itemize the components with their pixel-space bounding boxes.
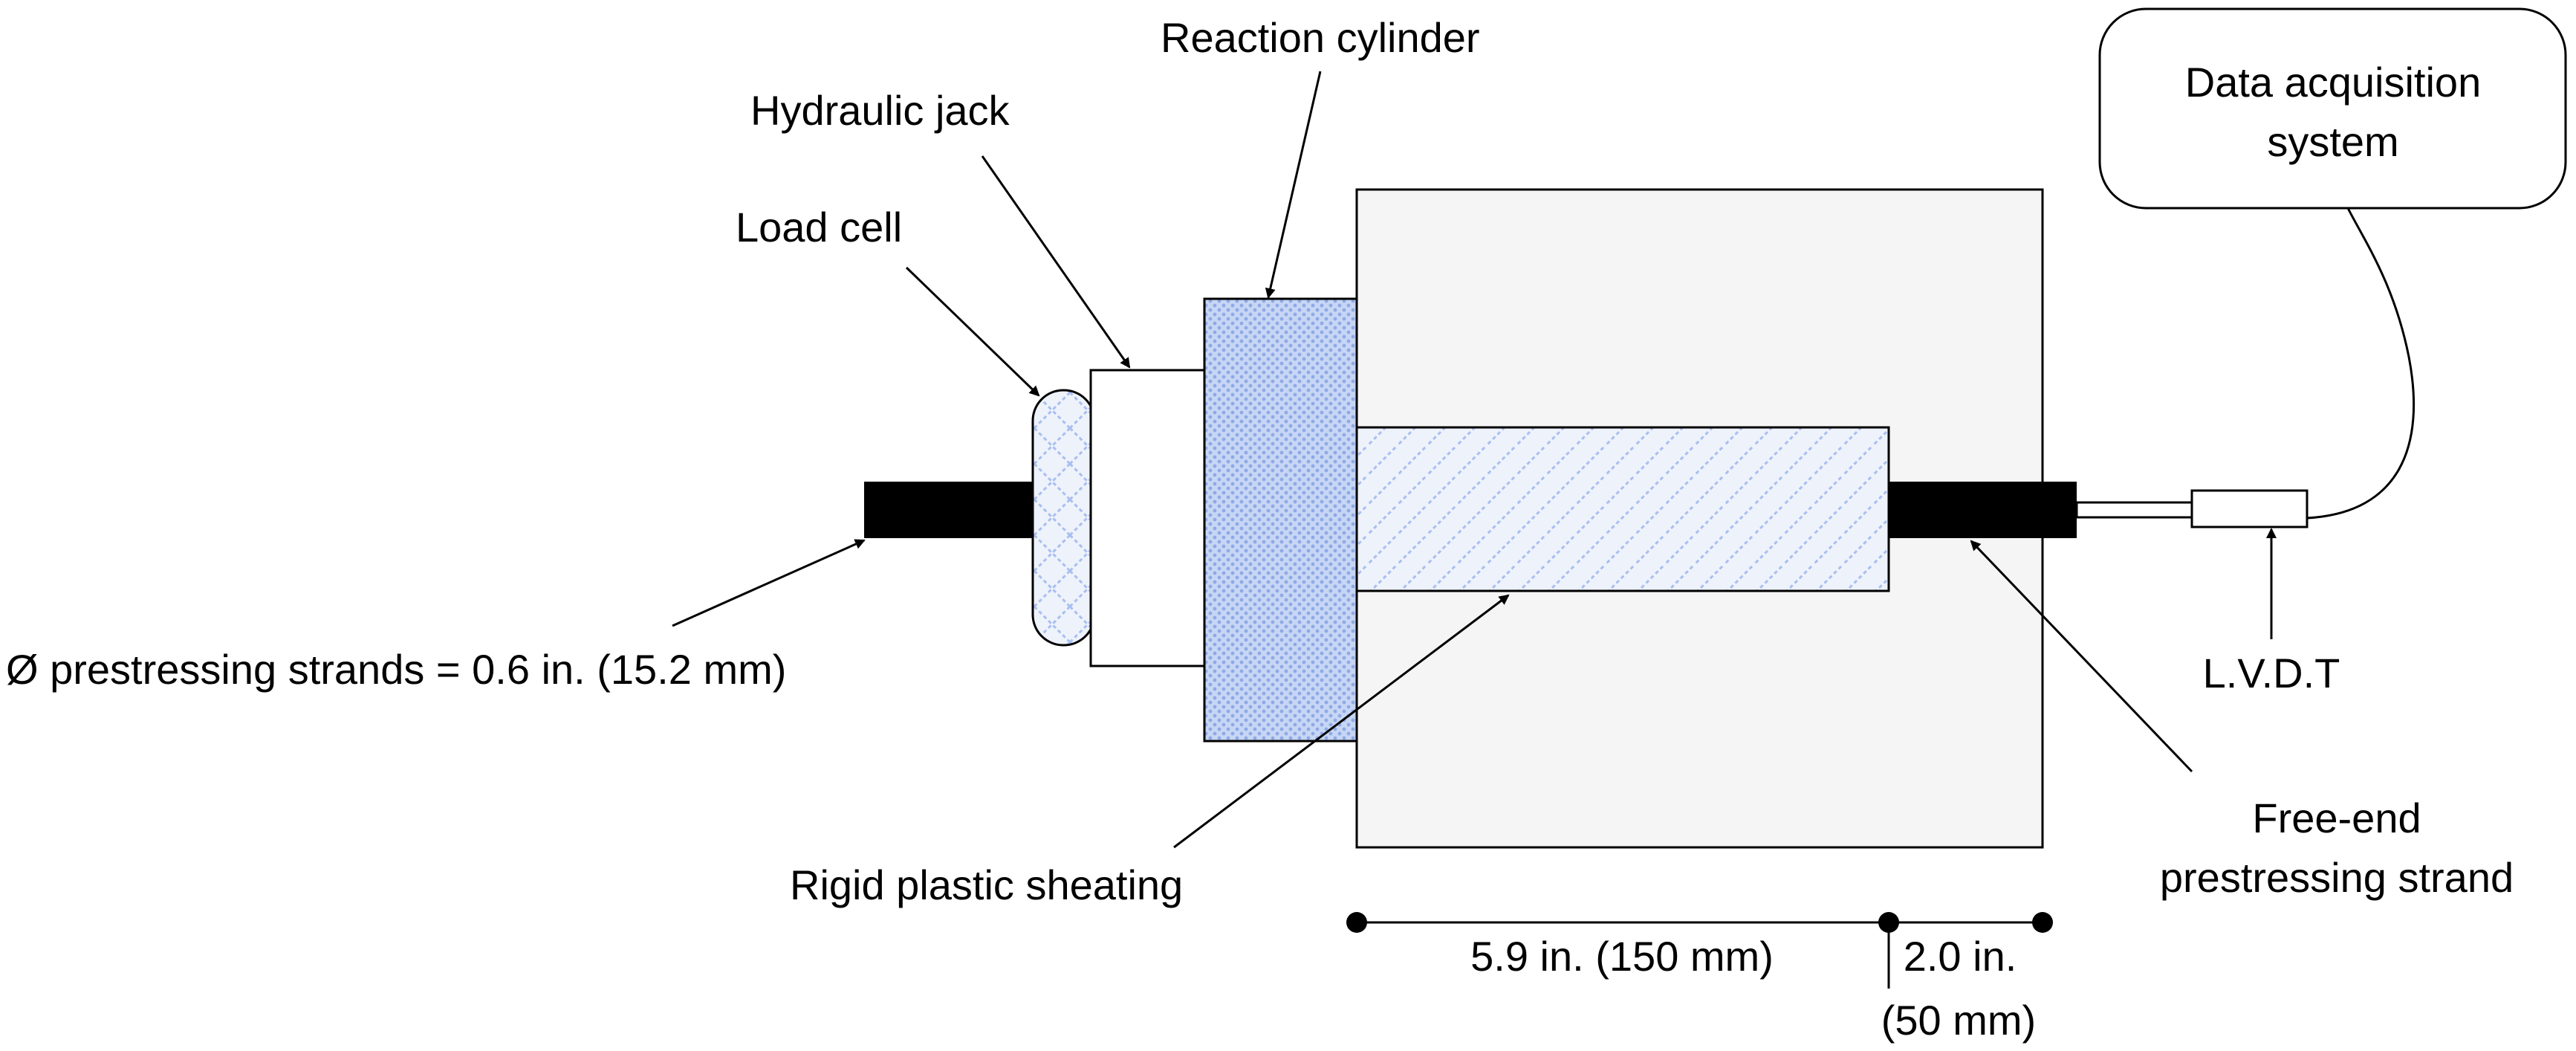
data-acquisition-box [2098, 7, 2567, 210]
hydraulic-jack [1089, 369, 1209, 667]
leader-load-cell [905, 266, 1040, 397]
label-load-cell: Load cell [736, 204, 902, 250]
lvdt-rod [2075, 501, 2193, 519]
dimension-line [1346, 912, 2053, 989]
reaction-cylinder [1203, 297, 1358, 743]
leader-rigid-sheathing [1173, 594, 1510, 849]
label-strand-diameter: Ø prestressing strands = 0.6 in. (15.2 m… [6, 646, 786, 693]
label-rigid-sheathing: Rigid plastic sheating [790, 861, 1183, 908]
lvdt-body [2190, 489, 2309, 528]
label-reaction-cylinder: Reaction cylinder [1161, 14, 1480, 61]
dimension-point-middle [1878, 912, 1899, 933]
label-dim-free-line2: (50 mm) [1881, 997, 2036, 1044]
label-hydraulic-jack: Hydraulic jack [750, 87, 1010, 134]
dimension-point-end [2032, 912, 2053, 933]
label-free-end-line1: Free-end [2252, 795, 2421, 841]
leader-hydraulic-jack [981, 155, 1131, 369]
load-cell [1031, 389, 1096, 647]
free-end-strand [1889, 482, 2077, 538]
label-lvdt: L.V.D.T [2203, 650, 2340, 696]
label-dim-embedded: 5.9 in. (150 mm) [1470, 933, 1774, 980]
lvdt-cable [2306, 207, 2416, 520]
rigid-plastic-sheathing [1355, 426, 1890, 592]
label-dim-free-line1: 2.0 in. [1904, 933, 2017, 980]
label-free-end-line2: prestressing strand [2160, 854, 2514, 901]
leader-strand-diameter [672, 539, 866, 627]
label-das-line1: Data acquisition [2185, 59, 2481, 106]
leader-free-end-strand [1970, 540, 2193, 773]
leader-reaction-cylinder [1265, 71, 1322, 299]
dimension-point-start [1346, 912, 1367, 933]
label-das-line2: system [2267, 118, 2398, 165]
